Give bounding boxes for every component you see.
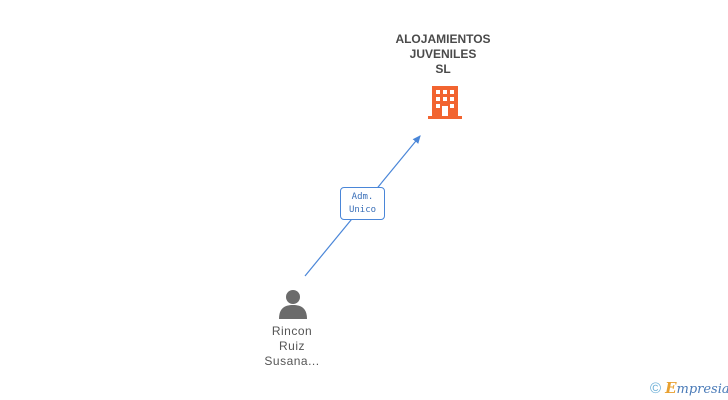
- role-line-1: Adm.: [351, 192, 374, 202]
- brand-logo: © Empresia: [650, 378, 728, 398]
- person-name-line-2: Ruiz: [278, 339, 305, 353]
- building-icon[interactable]: [428, 84, 462, 120]
- person-icon[interactable]: [277, 288, 309, 320]
- company-name-line-2: JUVENILES: [409, 47, 477, 61]
- copyright-icon: ©: [650, 379, 662, 397]
- company-name-line-3: SL: [435, 62, 451, 76]
- role-line-2: Unico: [348, 205, 377, 215]
- brand-name: Empresia: [665, 379, 728, 397]
- role-badge[interactable]: Adm. Unico: [340, 187, 385, 220]
- brand-initial: E: [665, 379, 677, 397]
- person-name[interactable]: Rincon Ruiz Susana...: [232, 324, 352, 369]
- company-name-line-1: ALOJAMIENTOS: [395, 32, 491, 46]
- person-name-line-1: Rincon: [271, 324, 313, 338]
- person-name-line-3: Susana...: [264, 354, 320, 368]
- brand-rest: mpresia: [676, 382, 728, 397]
- company-name[interactable]: ALOJAMIENTOS JUVENILES SL: [368, 32, 518, 77]
